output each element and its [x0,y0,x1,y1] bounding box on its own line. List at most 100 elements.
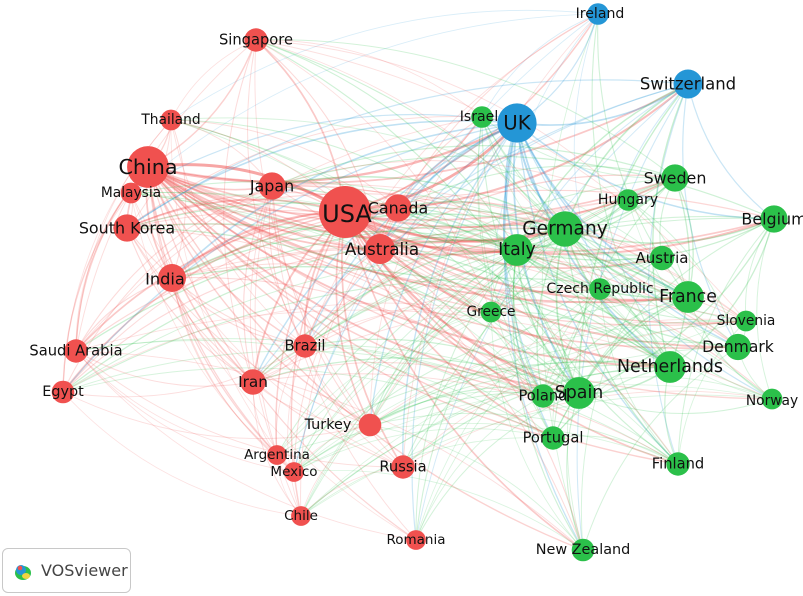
link-czech-newzealand [566,288,601,551]
node-italy[interactable] [501,234,533,266]
link-spain-brazil [304,338,580,394]
link-israel-turkey [369,116,483,426]
node-singapore[interactable] [244,28,268,52]
node-chile[interactable] [291,506,311,526]
link-usa-egypt [62,211,346,393]
link-germany-netherlands [564,228,671,368]
link-thailand-mexico [170,119,295,473]
link-finland-australia [379,248,679,465]
link-malaysia-saudiarabia [75,192,132,352]
link-switzerland-iran [252,83,689,383]
link-usa-austria [344,211,663,270]
node-turkey[interactable] [358,413,382,437]
node-saudiarabia[interactable] [64,339,88,363]
node-thailand[interactable] [160,109,182,131]
node-china[interactable] [127,146,169,188]
node-belgium[interactable] [760,205,788,233]
node-mexico[interactable] [284,462,304,482]
link-switzerland-italy [516,83,689,251]
node-india[interactable] [158,264,186,292]
link-denmark-australia [379,246,739,348]
link-spain-singapore [255,39,580,394]
link-uk-switzerland [516,83,689,126]
node-switzerland[interactable] [673,69,703,99]
link-netherlands-argentina [276,361,671,456]
link-china-singapore [147,39,257,168]
node-netherlands[interactable] [654,351,686,383]
link-ireland-israel [481,13,599,118]
node-france[interactable] [672,281,704,313]
label-austria: Austria [636,249,689,267]
node-sweden[interactable] [661,164,689,192]
link-greece-newzealand [490,311,584,551]
node-finland[interactable] [666,452,690,476]
node-newzealand[interactable] [571,538,595,562]
link-china-uk [147,121,518,183]
node-denmark[interactable] [724,333,752,361]
node-southkorea[interactable] [113,214,141,242]
link-switzerland-germany [564,83,689,230]
link-greece-chile [300,311,492,517]
network-labels: USAChinaUKSwitzerlandIrelandIsraelGerman… [29,6,803,558]
link-usa-russia [341,211,404,468]
node-usa[interactable] [319,186,371,238]
node-russia[interactable] [391,455,415,479]
node-iran[interactable] [240,369,266,395]
link-sweden-mexico [293,177,676,473]
node-australia[interactable] [365,234,395,264]
node-canada[interactable] [384,194,412,222]
link-finland-malaysia [130,192,679,465]
link-japan-brazil [268,185,306,347]
label-brazil: Brazil [285,338,326,355]
link-usa-saudiarabia [75,211,346,352]
node-austria[interactable] [649,245,675,271]
node-israel[interactable] [471,106,493,128]
link-china-sweden [147,166,676,221]
link-finland-iran [252,373,679,465]
label-hungary: Hungary [598,192,658,208]
node-norway[interactable] [761,388,783,410]
node-ireland[interactable] [587,3,609,25]
node-brazil[interactable] [293,334,317,358]
link-france-mexico [293,296,689,473]
link-italy-argentina [276,249,518,456]
node-uk[interactable] [497,103,537,143]
node-hungary[interactable] [617,189,639,211]
link-israel-denmark [481,116,739,348]
link-uk-malaysia [130,113,518,194]
node-malaysia[interactable] [120,182,142,204]
link-hungary-greece [490,199,629,313]
label-czech: Czech Republic [546,281,653,297]
node-poland[interactable] [531,384,555,408]
node-spain[interactable] [563,377,595,409]
link-austria-newzealand [580,257,663,551]
node-romania[interactable] [406,530,426,550]
link-uk-norway [516,122,773,400]
link-australia-singapore [255,39,381,250]
link-uk-turkey [369,122,518,426]
link-singapore-brazil [247,39,306,347]
link-spain-southkorea [126,227,580,394]
link-slovenia-turkey [369,318,747,426]
link-sweden-australia [379,174,676,250]
label-saudiarabia: Saudi Arabia [29,343,122,360]
node-japan[interactable] [258,172,286,200]
node-portugal[interactable] [541,426,565,450]
node-egypt[interactable] [51,380,75,404]
link-australia-mexico [293,248,381,473]
link-netherlands-greece [490,311,671,368]
link-israel-poland [477,116,544,397]
node-germany[interactable] [547,211,583,247]
node-argentina[interactable] [267,445,287,465]
link-italy-portugal [512,249,554,439]
link-netherlands-india [171,265,671,368]
node-czech[interactable] [589,278,611,300]
link-usa-turkey [335,211,371,426]
label-slovenia: Slovenia [717,313,776,329]
node-slovenia[interactable] [735,310,757,332]
link-newzealand-saudiarabia [75,350,584,551]
node-greece[interactable] [480,301,502,323]
link-netherlands-singapore [255,39,671,368]
link-brazil-chile [287,345,306,517]
